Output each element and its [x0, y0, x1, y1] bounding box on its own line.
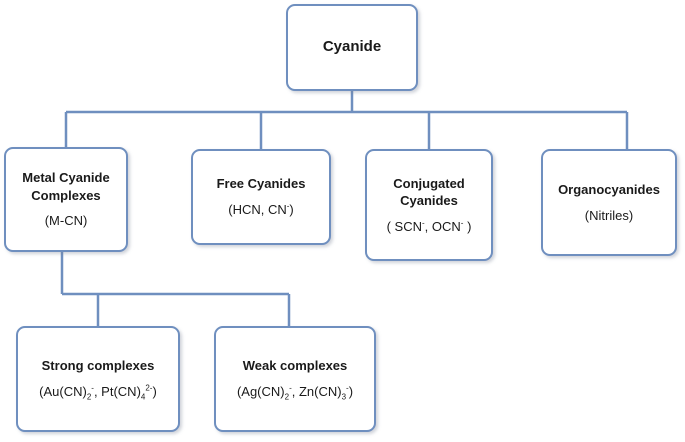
- formula-text: (HCN, CN: [228, 202, 287, 217]
- category-formula: (Nitriles): [585, 207, 633, 225]
- formula-superscript: -: [91, 383, 94, 393]
- formula-text: ): [152, 384, 157, 399]
- subcategory-formula: (Au(CN)2-, Pt(CN)42-): [39, 383, 157, 401]
- category-node-organocyanides: Organocyanides (Nitriles): [541, 149, 677, 256]
- formula-superscript: -: [346, 383, 349, 393]
- formula-superscript: -: [460, 218, 464, 228]
- formula-superscript: -: [421, 218, 425, 228]
- title-line: Weak complexes: [242, 358, 348, 374]
- category-formula: (HCN, CN-): [228, 201, 294, 219]
- formula-text: (Nitriles): [584, 207, 634, 223]
- category-title: Organocyanides: [558, 181, 660, 199]
- category-node-free-cyanides: Free Cyanides (HCN, CN-): [191, 149, 331, 245]
- formula-text: , Pt(CN): [93, 384, 141, 399]
- category-formula: (M-CN): [45, 212, 88, 230]
- formula-subscript: 3: [341, 392, 347, 402]
- title-line: Cyanides: [400, 193, 458, 209]
- title-line: Free Cyanides: [216, 176, 306, 192]
- subcategory-node-strong-complexes: Strong complexes (Au(CN)2-, Pt(CN)42-): [16, 326, 180, 432]
- formula-text: ): [463, 218, 472, 234]
- formula-subscript: 4: [140, 392, 146, 402]
- formula-text: (Ag(CN): [236, 384, 285, 399]
- formula-text: ( SCN: [386, 218, 422, 234]
- formula-text: ): [289, 202, 294, 217]
- subcategory-title: Strong complexes: [42, 357, 155, 375]
- subcategory-formula: (Ag(CN)2-, Zn(CN)3-): [237, 383, 353, 401]
- formula-text: (Au(CN): [39, 384, 87, 399]
- formula-superscript: -: [289, 383, 292, 393]
- formula-subscript: 2: [86, 392, 92, 402]
- root-title: Cyanide: [322, 38, 382, 56]
- formula-subscript: 2: [284, 392, 290, 402]
- subcategory-title: Weak complexes: [243, 357, 348, 375]
- formula-superscript: 2-: [145, 383, 153, 393]
- formula-text: , OCN: [424, 218, 461, 234]
- category-title: Free Cyanides: [217, 175, 306, 193]
- formula-text: , Zn(CN): [291, 384, 342, 399]
- formula-superscript: -: [286, 201, 290, 211]
- subcategory-node-weak-complexes: Weak complexes (Ag(CN)2-, Zn(CN)3-): [214, 326, 376, 432]
- title-line: Metal Cyanide: [22, 170, 110, 186]
- title-line: Conjugated: [393, 175, 465, 191]
- formula-text: (M-CN): [44, 213, 88, 229]
- root-node-cyanide: Cyanide: [286, 4, 418, 91]
- category-formula: ( SCN-, OCN- ): [387, 218, 472, 236]
- title-line: Strong complexes: [41, 358, 155, 374]
- title-line: Complexes: [31, 187, 101, 203]
- title-line: Organocyanides: [558, 181, 660, 197]
- formula-text: ): [348, 384, 354, 399]
